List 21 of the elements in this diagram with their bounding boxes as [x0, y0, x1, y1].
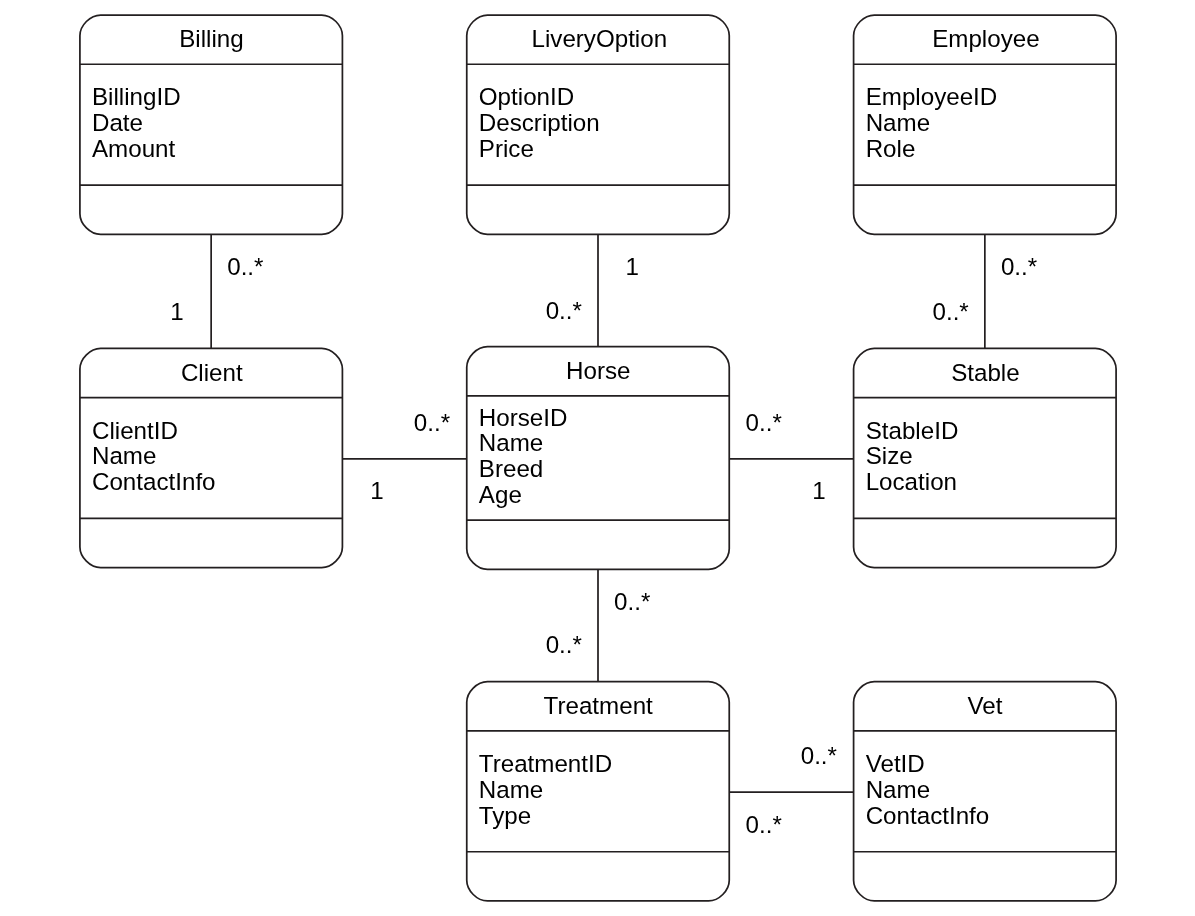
- label: 1: [624, 253, 639, 281]
- connector: [728, 791, 854, 794]
- label: 0..*: [545, 631, 582, 659]
- label: 1: [169, 298, 184, 326]
- connector: [341, 458, 467, 460]
- connector: [596, 233, 599, 348]
- connector: [596, 568, 599, 682]
- label: 0..*: [745, 409, 782, 437]
- label: 0..*: [745, 810, 782, 838]
- label: 0..*: [800, 742, 837, 770]
- connector: [209, 233, 212, 349]
- connector: [728, 458, 854, 460]
- label: 1: [811, 477, 826, 505]
- label: 0..*: [545, 296, 582, 324]
- label: 0..*: [413, 409, 450, 437]
- connector: [983, 233, 986, 349]
- label: 0..*: [613, 588, 650, 616]
- label: 0..*: [1000, 253, 1037, 281]
- label: 0..*: [226, 253, 263, 281]
- label: 0..*: [932, 298, 969, 326]
- label: 1: [369, 477, 384, 505]
